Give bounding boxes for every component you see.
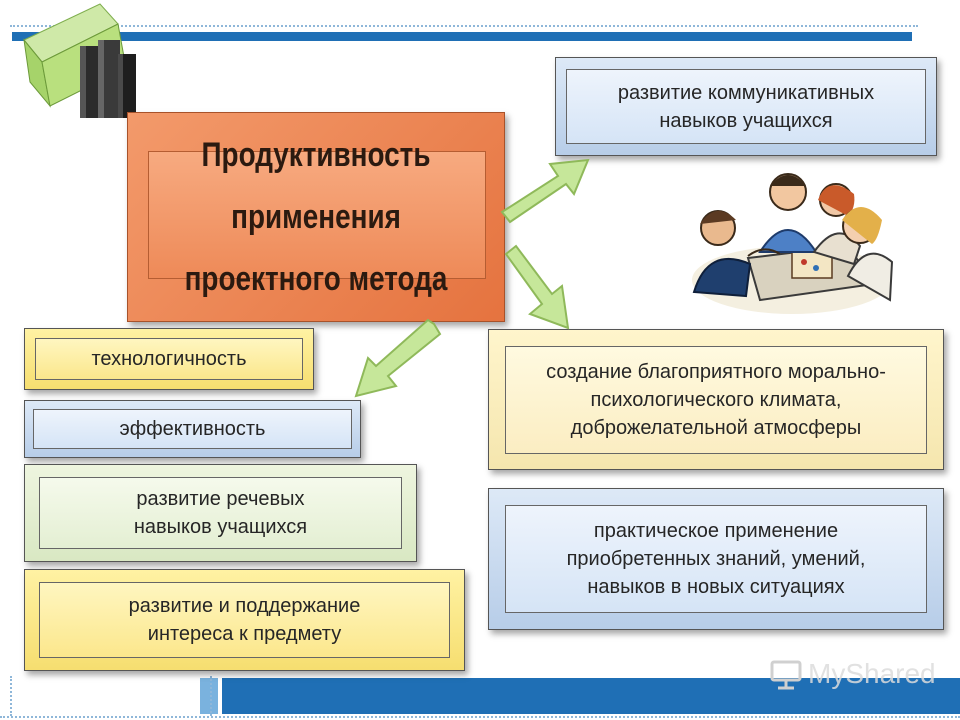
arrow-icon-down-right — [504, 244, 570, 330]
box-communication-text: развитие коммуникативных навыков учащихс… — [617, 81, 875, 132]
title-text: Продуктивность применения проектного мет… — [184, 136, 448, 298]
bottom-dotted-line-mid — [210, 676, 212, 716]
box-technology: технологичность — [24, 328, 314, 390]
box-interest: развитие и поддержание интереса к предме… — [24, 569, 465, 671]
box-climate-text: создание благоприятного морально- психол… — [546, 360, 886, 439]
box-practical-text: практическое применение приобретенных зн… — [566, 520, 866, 598]
box-efficiency: эффективность — [24, 400, 361, 458]
top-accent-bar — [12, 32, 912, 41]
box-communication: развитие коммуникативных навыков учащихс… — [555, 57, 937, 156]
box-efficiency-text: эффективность — [119, 418, 266, 440]
bottom-dotted-line — [0, 716, 960, 718]
arrow-icon-down-left — [354, 318, 442, 398]
books-icon — [23, 3, 136, 118]
box-climate: создание благоприятного морально- психол… — [488, 329, 944, 470]
students-group-illustration — [692, 173, 894, 314]
watermark-text: MyShared — [808, 658, 936, 689]
bottom-dotted-line-left — [10, 676, 12, 716]
box-speech-text: развитие речевых навыков учащихся — [133, 488, 308, 538]
title-box: Продуктивность применения проектного мет… — [127, 112, 505, 322]
box-speech: развитие речевых навыков учащихся — [24, 464, 417, 562]
watermark-logo-icon — [770, 660, 802, 690]
box-technology-text: технологичность — [91, 348, 247, 370]
bottom-accent-bar — [222, 678, 960, 714]
box-practical: практическое применение приобретенных зн… — [488, 488, 944, 630]
bottom-accent-strip — [200, 678, 218, 714]
top-dotted-line — [10, 25, 918, 27]
box-interest-text: развитие и поддержание интереса к предме… — [128, 595, 361, 645]
arrow-icon-up-right — [500, 158, 590, 224]
